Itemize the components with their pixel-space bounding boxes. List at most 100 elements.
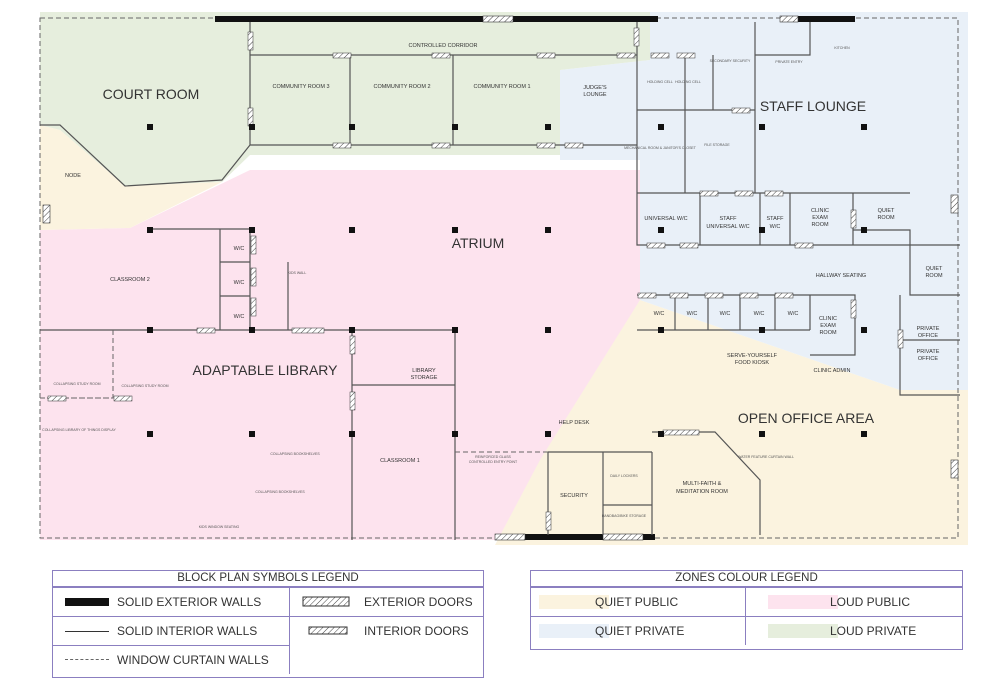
label-kids-window-seating: KIDS WINDOW SEATING bbox=[199, 525, 240, 529]
legend-row: LOUD PUBLIC bbox=[746, 587, 962, 616]
room-clinic-admin: CLINIC ADMIN bbox=[814, 368, 851, 374]
interior-door[interactable] bbox=[794, 242, 814, 249]
room-staff-wc: STAFF bbox=[766, 216, 784, 222]
interior-door[interactable] bbox=[536, 142, 556, 149]
interior-door[interactable] bbox=[633, 27, 640, 47]
legend-label: LOUD PUBLIC bbox=[830, 595, 911, 609]
exterior-door[interactable] bbox=[42, 204, 51, 224]
exterior-door[interactable] bbox=[482, 15, 514, 23]
interior-door[interactable] bbox=[291, 327, 325, 334]
interior-door[interactable] bbox=[113, 395, 133, 402]
column-marker bbox=[349, 227, 355, 233]
room-quiet-room: ROOM bbox=[877, 215, 895, 221]
interior-door[interactable] bbox=[699, 190, 719, 197]
room-staff-lounge: STAFF LOUNGE bbox=[760, 98, 866, 114]
room-private-entry: PRIVATE ENTRY bbox=[775, 60, 803, 64]
room-community-room-2: COMMUNITY ROOM 2 bbox=[373, 84, 430, 90]
interior-door[interactable] bbox=[431, 52, 451, 59]
interior-door[interactable] bbox=[247, 107, 254, 127]
interior-door[interactable] bbox=[850, 299, 857, 319]
interior-door[interactable] bbox=[731, 107, 751, 114]
room-community-room-1: COMMUNITY ROOM 1 bbox=[473, 84, 530, 90]
column-marker bbox=[147, 227, 153, 233]
exterior-wall-bottom bbox=[495, 534, 655, 540]
room-atrium: ATRIUM bbox=[452, 235, 505, 251]
legend-label: LOUD PRIVATE bbox=[830, 624, 917, 638]
interior-door[interactable] bbox=[669, 292, 689, 299]
legend-label: QUIET PUBLIC bbox=[595, 595, 679, 609]
room-secondary-security: SECONDARY SECURITY bbox=[710, 59, 751, 63]
legend-row: SOLID INTERIOR WALLS bbox=[53, 616, 290, 645]
zone-quiet-public-open-office bbox=[495, 300, 968, 545]
room-wc: W/C bbox=[234, 246, 245, 252]
room-clinic-exam: EXAM bbox=[820, 323, 836, 329]
column-marker bbox=[861, 327, 867, 333]
room-file-storage: FILE STORAGE bbox=[704, 143, 730, 147]
interior-door[interactable] bbox=[739, 292, 759, 299]
exterior-door[interactable] bbox=[779, 15, 799, 23]
interior-door[interactable] bbox=[349, 391, 356, 411]
exterior-door[interactable] bbox=[494, 533, 526, 541]
quiet-public-swatch bbox=[539, 595, 609, 609]
column-marker bbox=[658, 227, 664, 233]
interior-door[interactable] bbox=[662, 429, 700, 436]
room-clinic-exam: ROOM bbox=[819, 330, 837, 336]
columns bbox=[147, 124, 867, 437]
label-entry-point: REINFORCED GLASS bbox=[475, 455, 511, 459]
interior-door[interactable] bbox=[247, 31, 254, 51]
interior-door[interactable] bbox=[431, 142, 451, 149]
label-collapsing-bookshelves: COLLAPSING BOOKSHELVES bbox=[270, 452, 320, 456]
interior-door[interactable] bbox=[47, 395, 67, 402]
interior-door[interactable] bbox=[850, 209, 857, 229]
exterior-door[interactable] bbox=[950, 459, 959, 479]
room-multi-faith: MULTI-FAITH & bbox=[683, 481, 722, 487]
column-marker bbox=[658, 327, 664, 333]
interior-door[interactable] bbox=[616, 52, 636, 59]
interior-door[interactable] bbox=[536, 52, 556, 59]
interior-door[interactable] bbox=[734, 190, 754, 197]
room-security: SECURITY bbox=[560, 493, 588, 499]
interior-door[interactable] bbox=[774, 292, 794, 299]
loud-private-swatch bbox=[768, 624, 838, 638]
column-marker bbox=[759, 227, 765, 233]
legend-label: SOLID INTERIOR WALLS bbox=[117, 624, 258, 638]
legend-label: EXTERIOR DOORS bbox=[364, 595, 473, 609]
interior-door[interactable] bbox=[646, 242, 666, 249]
interior-door[interactable] bbox=[196, 327, 216, 334]
interior-door[interactable] bbox=[704, 292, 724, 299]
interior-door[interactable] bbox=[650, 52, 670, 59]
legend-row: SOLID EXTERIOR WALLS bbox=[53, 587, 290, 616]
room-holding-cell: HOLDING CELL bbox=[647, 80, 673, 84]
symbols-legend-title: BLOCK PLAN SYMBOLS LEGEND bbox=[53, 571, 483, 587]
room-judges-lounge: LOUNGE bbox=[583, 92, 607, 98]
column-marker bbox=[249, 227, 255, 233]
room-private-office: PRIVATE bbox=[917, 326, 940, 332]
loud-public-swatch bbox=[768, 595, 838, 609]
room-wc: W/C bbox=[687, 311, 698, 317]
exterior-door[interactable] bbox=[950, 194, 959, 214]
room-clinic-exam: CLINIC bbox=[811, 208, 829, 214]
interior-door[interactable] bbox=[332, 142, 352, 149]
interior-door[interactable] bbox=[564, 142, 584, 149]
column-marker bbox=[658, 431, 664, 437]
exterior-door[interactable] bbox=[602, 533, 644, 541]
column-marker bbox=[452, 327, 458, 333]
interior-door[interactable] bbox=[349, 335, 356, 355]
column-marker bbox=[147, 124, 153, 130]
interior-door[interactable] bbox=[250, 235, 257, 255]
room-quiet-room: ROOM bbox=[925, 273, 943, 279]
room-library-of-things: COLLAPSING LIBRARY OF THINGS DISPLAY bbox=[42, 428, 116, 432]
interior-door[interactable] bbox=[545, 511, 552, 531]
interior-door[interactable] bbox=[676, 52, 696, 59]
room-kids-wall: KIDS WALL bbox=[288, 271, 307, 275]
legend-row: LOUD PRIVATE bbox=[746, 616, 962, 645]
room-judges-lounge: JUDGE'S bbox=[583, 85, 607, 91]
interior-door[interactable] bbox=[637, 292, 657, 299]
interior-door[interactable] bbox=[332, 52, 352, 59]
interior-door[interactable] bbox=[764, 190, 784, 197]
interior-door[interactable] bbox=[250, 267, 257, 287]
interior-door[interactable] bbox=[897, 329, 904, 349]
column-marker bbox=[545, 227, 551, 233]
interior-door[interactable] bbox=[679, 242, 699, 249]
interior-door[interactable] bbox=[250, 297, 257, 317]
